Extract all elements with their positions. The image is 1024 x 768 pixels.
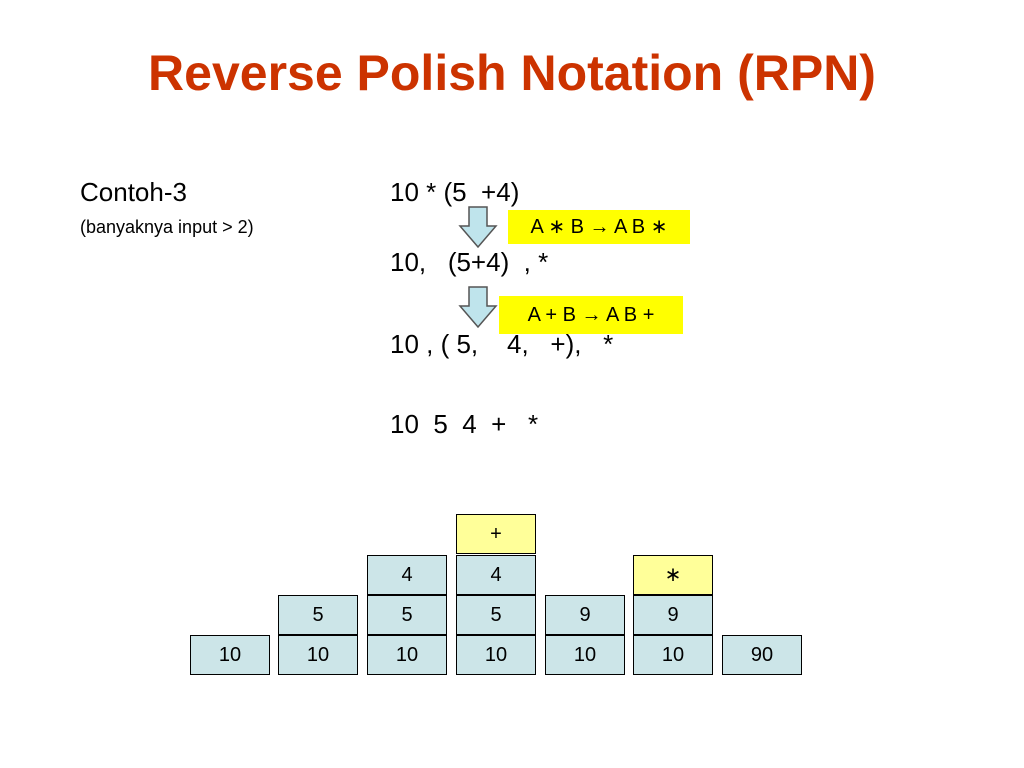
stack-cell: 10 xyxy=(278,635,358,675)
example-sublabel: (banyaknya input > 2) xyxy=(80,217,254,237)
stack-cell: 9 xyxy=(545,595,625,635)
expression-step-1: 10, (5+4) , * xyxy=(390,247,549,277)
expression-step-infix: 10 * (5 +4) xyxy=(390,177,520,207)
stack-cell: 4 xyxy=(456,555,536,595)
stack-operator-cell: + xyxy=(456,514,536,554)
stack-result-cell: 90 xyxy=(722,635,802,675)
addition-rule-box: A + B → A B + xyxy=(499,296,683,334)
stack-cell: 5 xyxy=(367,595,447,635)
stack-cell: 10 xyxy=(190,635,270,675)
stack-operator-cell: ∗ xyxy=(633,555,713,595)
stack-cell: 9 xyxy=(633,595,713,635)
multiplication-rule-box: A ∗ B → A B ∗ xyxy=(508,210,690,244)
stack-cell: 10 xyxy=(456,635,536,675)
stack-cell: 5 xyxy=(456,595,536,635)
stack-cell: 10 xyxy=(545,635,625,675)
stack-cell: 4 xyxy=(367,555,447,595)
slide-title: Reverse Polish Notation (RPN) xyxy=(148,45,876,101)
down-arrow-icon xyxy=(458,206,498,248)
stack-cell: 5 xyxy=(278,595,358,635)
expression-step-postfix: 10 5 4 + * xyxy=(390,409,539,439)
down-arrow-icon xyxy=(458,286,498,328)
expression-step-2: 10 , ( 5, 4, +), * xyxy=(390,329,614,359)
example-label: Contoh-3 xyxy=(80,177,187,207)
stack-cell: 10 xyxy=(367,635,447,675)
stack-cell: 10 xyxy=(633,635,713,675)
